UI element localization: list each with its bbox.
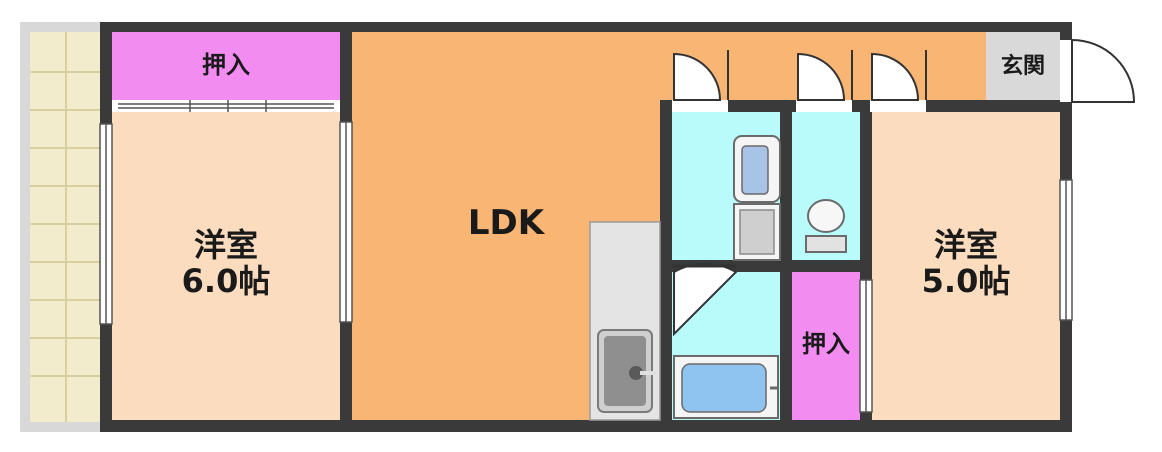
- door-bathroom: [672, 262, 738, 337]
- door-right-room: [870, 50, 927, 112]
- label-western-left-name: 洋室: [194, 226, 258, 264]
- window-left-room: [99, 123, 113, 325]
- closet-top: [112, 32, 340, 100]
- label-western-left-size: 6.0帖: [182, 262, 271, 300]
- label-closet-top: 押入: [202, 51, 250, 79]
- kitchen-counter: [589, 221, 661, 421]
- washbasin-icon: [733, 203, 781, 261]
- label-entrance: 玄関: [1001, 53, 1045, 79]
- closet-top-sliding-door: [112, 100, 340, 112]
- window-ldk-divider: [339, 121, 353, 323]
- label-closet-bottom: 押入: [802, 330, 850, 358]
- window-right-room: [1059, 179, 1073, 321]
- door-entrance: [1060, 38, 1136, 103]
- entrance: [986, 32, 1060, 100]
- western-room-left: [112, 112, 340, 420]
- closet-bottom: [792, 272, 860, 420]
- door-toilet: [796, 50, 853, 112]
- label-ldk: LDK: [468, 203, 546, 243]
- bathtub-icon: [673, 355, 779, 419]
- washing-machine-icon: [733, 135, 781, 203]
- label-western-right-size: 5.0帖: [922, 262, 1011, 300]
- balcony: [20, 22, 102, 432]
- western-room-right: [872, 112, 1060, 420]
- door-washroom: [672, 50, 729, 112]
- toilet-icon: [805, 199, 847, 253]
- closet-bottom-sliding-door: [859, 279, 873, 413]
- label-western-right-name: 洋室: [934, 226, 998, 264]
